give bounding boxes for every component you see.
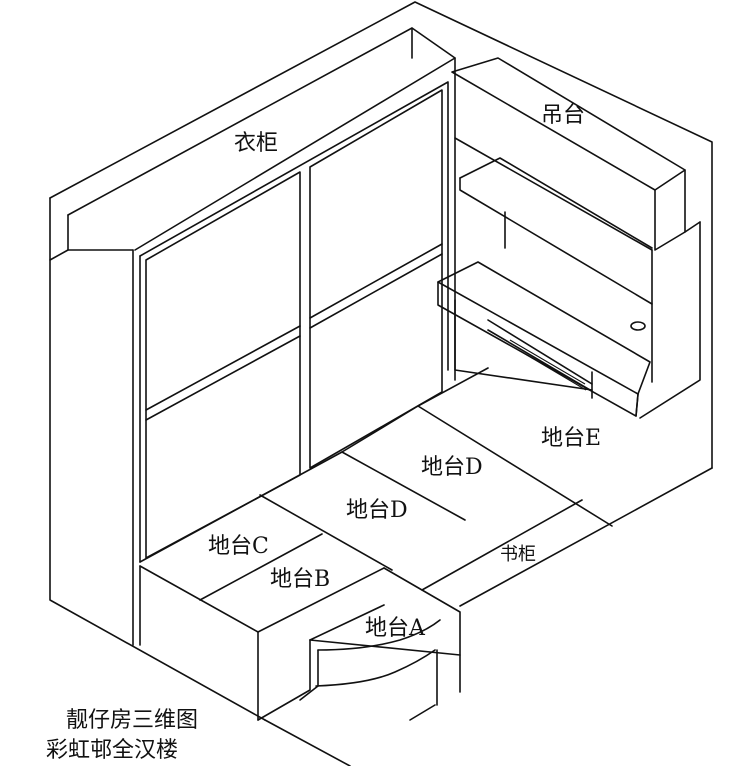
wardrobe [67,27,456,646]
platform-e-label: 地台E [541,426,601,451]
caption-line-1: 靓仔房三维图 [66,708,199,733]
desk [437,261,651,417]
caption-line-2: 彩虹邨全汉楼 [46,738,179,763]
hanging-cabinet [451,57,701,419]
platform-b-label: 地台B [270,567,330,592]
wardrobe-label: 衣柜 [234,131,278,156]
bookcase-label: 书柜 [500,544,536,565]
platform-c-label: 地台C [208,534,269,559]
hanging-cabinet-label: 吊台 [541,103,585,128]
platform-a-label: 地台A [365,616,426,641]
platforms [139,367,713,766]
room-walls [49,1,713,721]
platform-d-right-label: 地台D [421,455,483,480]
platform-d-left-label: 地台D [346,498,408,523]
